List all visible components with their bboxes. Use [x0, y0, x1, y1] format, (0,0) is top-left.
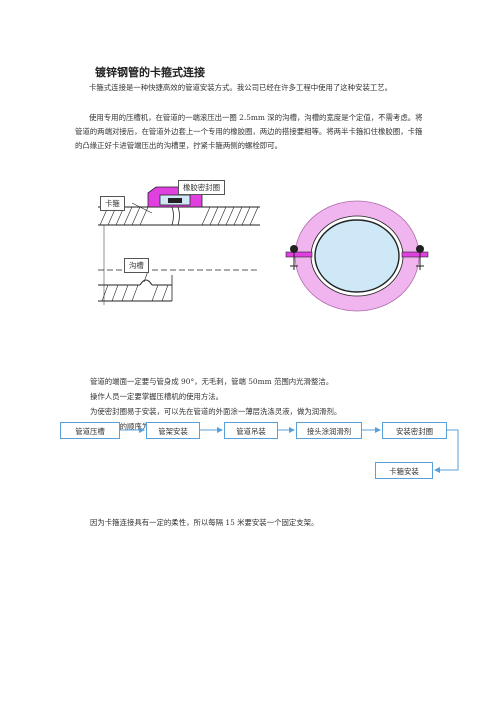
rubber-seal-label: 橡胶密封圈 [178, 180, 225, 195]
flow-step-pipe-grooving: 管道压槽 [60, 422, 120, 439]
flow-step-clamp-install: 卡箍安装 [375, 462, 433, 479]
flow-step-install-seal: 安装密封圈 [382, 422, 447, 439]
method-paragraph: 使用专用的压槽机，在管道的一端滚压出一圈 2.5mm 深的沟槽，沟槽的宽度是个定… [75, 113, 423, 150]
intro-paragraph: 卡箍式连接是一种快捷高效的管道安装方式。我公司已经在许多工程中使用了这种安装工艺… [89, 83, 393, 92]
flow-step-support-install: 管架安装 [146, 422, 200, 439]
flow-arrows [120, 427, 459, 473]
closing-note: 因为卡箍连接具有一定的柔性，所以每隔 15 米要安装一个固定支架。 [90, 518, 319, 527]
sequence-intro: 管道安装的顺序为： [90, 422, 157, 431]
clamp-cross-section-figure [285, 200, 429, 312]
groove-label: 沟槽 [124, 258, 149, 273]
end-face-note: 管道的端面一定要与管身成 90°，无毛刺，管端 50mm 范围内光滑整洁。 [90, 377, 334, 386]
lubricant-note: 为使密封圈易于安装，可以先在管道的外面涂一薄层洗涤灵液，做为润滑剂。 [90, 407, 342, 416]
flow-step-pipe-hoisting: 管道吊装 [224, 422, 278, 439]
clamp-label: 卡箍 [100, 196, 125, 211]
flow-step-apply-lubricant: 接头涂润滑剂 [296, 422, 362, 439]
installation-flowchart: 管道压槽 管架安装 管道吊装 接头涂润滑剂 安装密封圈 卡箍安装 [60, 415, 480, 499]
operator-note: 操作人员一定要掌握压槽机的使用方法。 [90, 392, 224, 401]
page-title: 镀锌钢管的卡箍式连接 [95, 66, 205, 79]
